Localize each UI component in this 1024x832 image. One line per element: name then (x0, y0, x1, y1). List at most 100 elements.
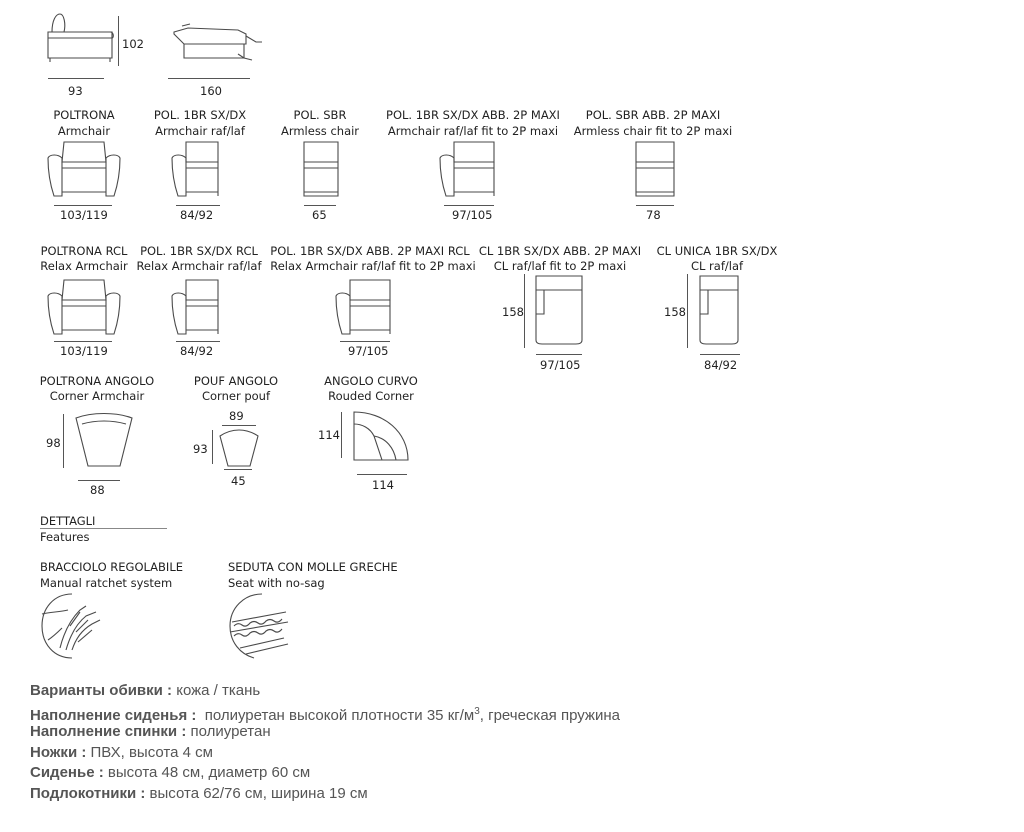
side-view-drawing (47, 13, 114, 62)
spec-back-filling: Наполнение спинки : полиуретан (30, 722, 620, 743)
details-divider (40, 528, 167, 529)
row3-top-dim-1: 89 (229, 409, 244, 423)
spec-armrests-value: высота 62/76 см, ширина 19 см (145, 784, 368, 802)
row2-depth-4: 158 (664, 305, 686, 319)
side-view-width-line (48, 78, 104, 79)
spec-seat-value: высота 48 см, диаметр 60 см (103, 764, 311, 781)
row2-depth-line-3 (524, 274, 525, 348)
side-view-width: 93 (68, 84, 83, 98)
row2-title-2: POL. 1BR SX/DX ABB. 2P MAXI RCL (270, 244, 470, 258)
row1-title-1: POL. 1BR SX/DX (153, 108, 247, 122)
row3-top-line-1 (222, 425, 256, 426)
row1-subtitle-2: Armless chair (280, 124, 360, 138)
row2-subtitle-4: CL raf/laf (690, 259, 744, 273)
row1-title-3: POL. 1BR SX/DX ABB. 2P MAXI (386, 108, 560, 122)
row1-subtitle-3: Armchair raf/laf fit to 2P maxi (387, 124, 559, 138)
side-view-height: 102 (122, 37, 144, 51)
spec-seat-filling: Наполнение сиденья : полиуретан высокой … (30, 702, 620, 724)
armchair-one-arm-drawing (171, 141, 219, 197)
detail-subtitle-0: Manual ratchet system (40, 576, 173, 590)
spec-upholstery: Варианты обивки : кожа / ткань (30, 681, 620, 702)
row2-dim-2: 97/105 (348, 344, 389, 358)
row1-width-line-2 (304, 205, 336, 206)
row3-depth-0: 98 (46, 436, 61, 450)
row2-dim-3: 97/105 (540, 358, 581, 372)
relax-armchair-drawing (47, 279, 121, 335)
row2-subtitle-0: Relax Armchair (40, 259, 128, 273)
row1-dim-3: 97/105 (452, 208, 493, 222)
row1-width-line-0 (54, 205, 112, 206)
reclined-view-drawing (173, 23, 262, 61)
spec-upholstery-value: кожа / ткань (172, 682, 261, 699)
row2-subtitle-1: Relax Armchair raf/laf (136, 259, 262, 273)
row3-dim-1: 45 (231, 474, 246, 488)
spec-back-filling-value: полиуретан (186, 723, 271, 740)
detail-subtitle-1: Seat with no-sag (228, 576, 325, 590)
row3-depth-line-1 (212, 430, 213, 464)
row1-dim-2: 65 (312, 208, 327, 222)
row3-width-line-1 (224, 469, 252, 470)
row2-subtitle-2: Relax Armchair raf/laf fit to 2P maxi (270, 259, 476, 273)
row1-width-line-3 (444, 205, 494, 206)
spec-legs: Ножки : ПВХ, высота 4 см (30, 743, 620, 764)
row1-width-line-1 (176, 205, 220, 206)
row3-title-0: POLTRONA ANGOLO (39, 374, 155, 388)
row2-depth-line-4 (687, 274, 688, 348)
spec-seat-label: Сиденье : (30, 764, 104, 781)
spec-armrests: Подлокотники : высота 62/76 см, ширина 1… (30, 784, 620, 805)
spec-seat: Сиденье : высота 48 см, диаметр 60 см (30, 763, 620, 784)
row1-width-line-4 (636, 205, 674, 206)
corner-armchair-drawing (75, 412, 133, 467)
row3-title-2: ANGOLO CURVO (324, 374, 418, 388)
row2-width-line-1 (176, 341, 220, 342)
row3-dim-0: 88 (90, 483, 105, 497)
row2-title-4: CL UNICA 1BR SX/DX (656, 244, 778, 258)
spec-seat-filling-label: Наполнение сиденья : (30, 706, 197, 724)
row2-subtitle-3: CL raf/laf fit to 2P maxi (493, 259, 627, 273)
corner-pouf-drawing (219, 429, 259, 467)
row2-width-line-4 (700, 354, 740, 355)
row3-depth-1: 93 (193, 442, 208, 456)
row3-subtitle-0: Corner Armchair (49, 389, 145, 403)
reclined-view-width-line (168, 78, 250, 79)
row3-subtitle-2: Rouded Corner (328, 389, 414, 403)
row1-dim-4: 78 (646, 208, 661, 222)
row1-title-2: POL. SBR (293, 108, 347, 122)
row2-depth-3: 158 (502, 305, 524, 319)
row2-title-3: CL 1BR SX/DX ABB. 2P MAXI (478, 244, 642, 258)
row3-depth-2: 114 (318, 428, 340, 442)
no-sag-springs-detail-image (229, 593, 289, 659)
spec-armrests-label: Подлокотники : (30, 784, 146, 802)
row1-dim-1: 84/92 (180, 208, 214, 222)
row3-width-line-0 (78, 480, 120, 481)
ratchet-armrest-detail-image (41, 593, 101, 659)
row1-title-4: POL. SBR ABB. 2P MAXI (585, 108, 721, 122)
row2-dim-4: 84/92 (704, 358, 738, 372)
row2-width-line-2 (340, 341, 390, 342)
side-view-height-line (118, 16, 119, 66)
row2-width-line-3 (536, 354, 582, 355)
spec-legs-value: ПВХ, высота 4 см (86, 743, 213, 761)
rounded-corner-drawing (353, 411, 409, 461)
row3-dim-2: 114 (372, 478, 394, 492)
row3-width-line-2 (357, 474, 407, 475)
row3-title-1: POUF ANGOLO (193, 374, 279, 388)
row2-title-0: POLTRONA RCL (40, 244, 128, 258)
row3-depth-line-2 (341, 412, 342, 458)
row1-subtitle-4: Armless chair fit to 2P maxi (573, 124, 733, 138)
row2-dim-0: 103/119 (60, 344, 108, 358)
armchair-drawing (47, 141, 121, 197)
row1-dim-0: 103/119 (60, 208, 108, 222)
specifications: Варианты обивки : кожа / ткань Наполнени… (30, 681, 620, 804)
row2-dim-1: 84/92 (180, 344, 214, 358)
row2-width-line-0 (54, 341, 112, 342)
spec-seat-filling-sup: 3 (474, 705, 480, 717)
armless-chair-drawing (303, 141, 339, 197)
row1-title-0: POLTRONA (53, 108, 115, 122)
row1-subtitle-0: Armchair (57, 124, 111, 138)
chaise-longue-drawing (699, 275, 739, 345)
row3-subtitle-1: Corner pouf (201, 389, 270, 403)
row2-title-1: POL. 1BR SX/DX RCL (140, 244, 258, 258)
detail-title-0: BRACCIOLO REGOLABILE (40, 560, 183, 574)
chaise-longue-fit-2p-maxi-drawing (535, 275, 583, 345)
